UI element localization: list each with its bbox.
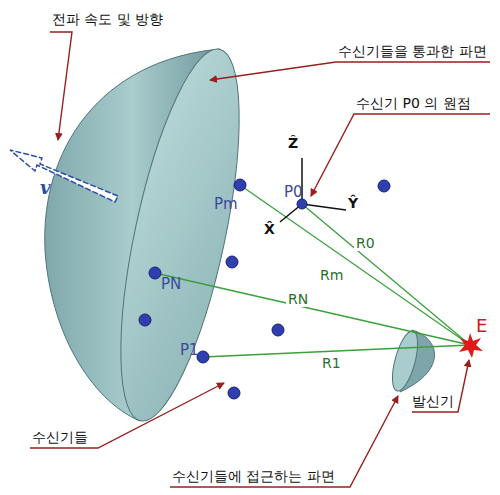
receiver-label: Pm bbox=[214, 196, 238, 213]
range-lines bbox=[155, 185, 470, 357]
receivers bbox=[139, 179, 390, 399]
callout-text: 수신기들 bbox=[32, 430, 88, 445]
range-label: R1 bbox=[320, 356, 343, 371]
callout-text: 수신기들에 접근하는 파면 bbox=[172, 469, 335, 484]
receiver-label: PN bbox=[161, 276, 181, 293]
velocity-arrow bbox=[10, 150, 118, 202]
axis-label: Ẑ bbox=[288, 136, 298, 151]
range-label: RN bbox=[286, 292, 310, 307]
range-label: Rm bbox=[318, 268, 345, 283]
callout-text: 수신기 P0 의 원점 bbox=[356, 96, 471, 111]
receiver-label: P1 bbox=[180, 342, 199, 359]
wavefront-rim bbox=[96, 40, 263, 430]
axis-label: X̂ bbox=[264, 222, 275, 237]
callout-text: 전파 속도 및 방향 bbox=[52, 12, 163, 27]
emitter-label: E bbox=[476, 316, 487, 336]
callout-text: 발신기 bbox=[412, 394, 454, 409]
range-label: R0 bbox=[354, 236, 377, 251]
callout-leaders bbox=[30, 32, 490, 487]
velocity-label: v bbox=[40, 178, 50, 198]
axis-label: Ŷ bbox=[348, 196, 358, 211]
axes bbox=[280, 158, 346, 222]
small-wavefront-rim bbox=[387, 328, 422, 393]
callout-text: 수신기들을 통과한 파면 bbox=[338, 44, 487, 59]
emitter-star bbox=[459, 333, 483, 358]
receiver-label: P0 bbox=[284, 184, 303, 201]
